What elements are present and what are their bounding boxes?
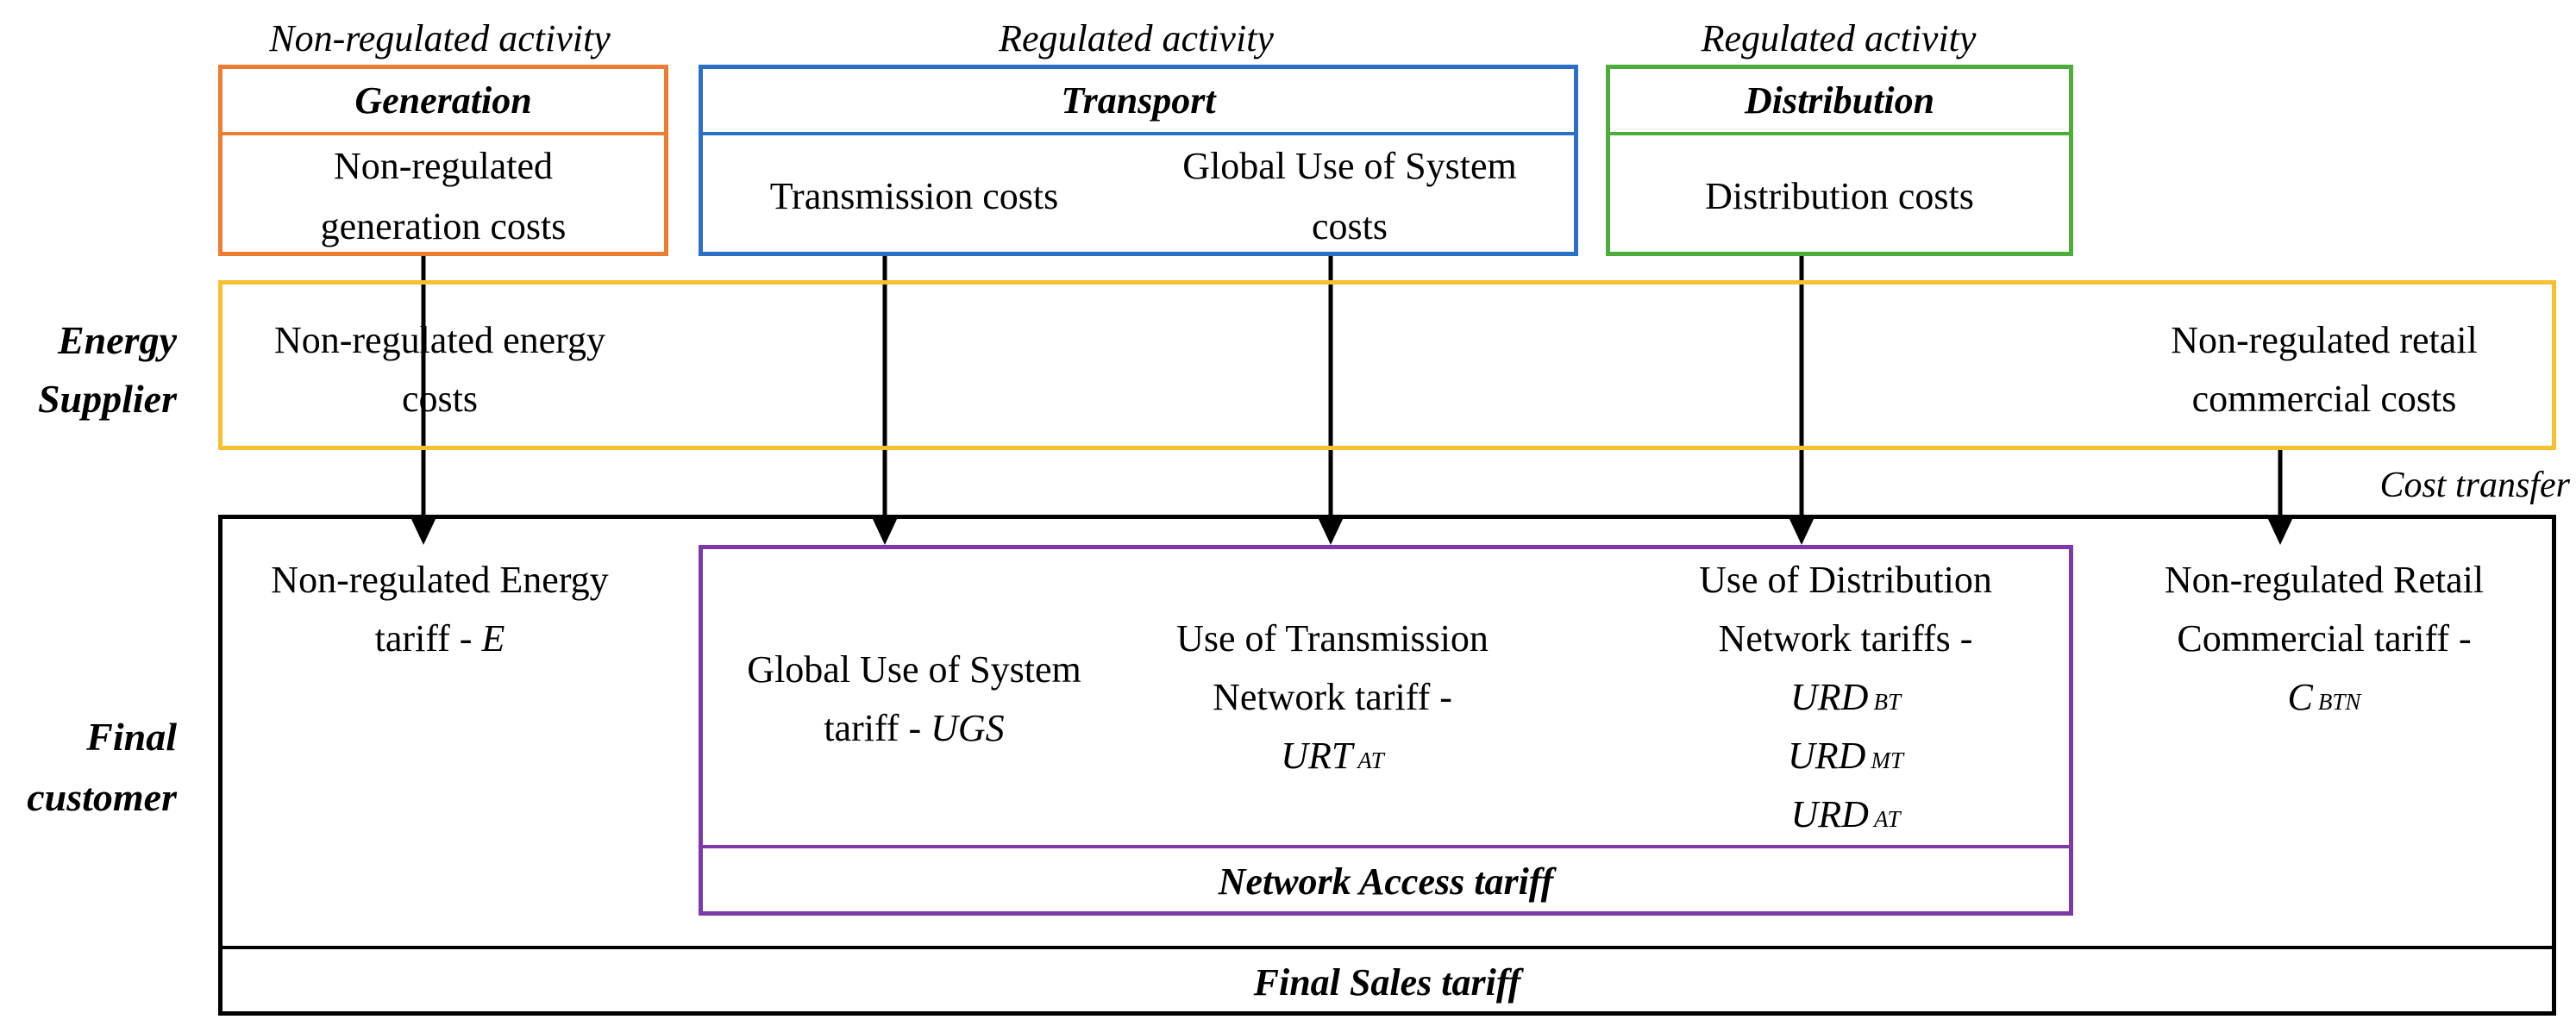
urd-bt-subscript: BT	[1873, 689, 1901, 715]
ugs-tariff-line2: tariff - UGS	[699, 698, 1130, 759]
generation-caption: Non-regulated activity	[269, 17, 611, 59]
urd-mt-subscript: MT	[1871, 747, 1903, 773]
gus-costs-line1: Global Use of System	[1182, 145, 1517, 187]
network-access-divider	[699, 845, 2073, 848]
arrow-distribution-to-urd	[1789, 254, 1814, 545]
arrow-transmission-to-ugs	[872, 254, 898, 545]
distribution-divider	[1606, 132, 2073, 135]
distribution-caption: Regulated activity	[1701, 17, 1977, 59]
transmission-costs: Transmission costs	[769, 175, 1059, 217]
transport-box	[699, 65, 1578, 256]
urd-tariff-line1: Use of Distribution	[1699, 559, 1992, 601]
energy-costs-line2: costs	[402, 378, 478, 420]
energy-tariff-symbol: E	[481, 617, 505, 660]
final-customer-box	[218, 515, 2556, 1016]
generation-box	[218, 65, 668, 256]
final-sales-divider	[218, 946, 2556, 949]
retail-costs-line1: Non-regulated retail	[2171, 319, 2478, 361]
transport-divider	[699, 132, 1578, 135]
ugs-tariff-text: tariff -	[824, 707, 931, 749]
generation-costs-line1: Non-regulated	[333, 145, 554, 187]
urd-at-symbol: URD	[1790, 793, 1869, 835]
energy-supplier-label-line2: Supplier	[37, 377, 177, 421]
retail-symbol: C	[2287, 676, 2313, 718]
retail-subscript: BTN	[2317, 689, 2361, 715]
energy-tariff-text: tariff -	[374, 617, 482, 660]
retail-tariff-line2: Commercial tariff -	[2177, 617, 2472, 660]
gus-costs-line2: costs	[1312, 205, 1388, 247]
urt-tariff-line1: Use of Transmission	[1176, 617, 1489, 660]
generation-costs-line2: generation costs	[320, 205, 567, 247]
transport-caption: Regulated activity	[999, 17, 1274, 59]
distribution-box	[1606, 65, 2073, 256]
energy-supplier-label-line1: Energy	[58, 318, 177, 362]
distribution-title: Distribution	[1744, 79, 1935, 122]
cost-transfer-label: Cost transfer	[2379, 466, 2570, 505]
arrow-retail-costs-to-retail-tariff	[2267, 450, 2293, 545]
ugs-symbol: UGS	[931, 707, 1005, 749]
urt-symbol: URT	[1281, 735, 1353, 777]
urt-tariff-line2: Network tariff -	[1213, 676, 1452, 718]
ugs-tariff-line1: Global Use of System	[747, 648, 1081, 691]
urd-at-subscript: AT	[1873, 806, 1901, 832]
urd-mt-symbol: URD	[1788, 735, 1866, 777]
energy-supplier-box	[218, 280, 2556, 450]
energy-costs-line1: Non-regulated energy	[273, 319, 606, 361]
energy-tariff-line2: tariff - E	[220, 609, 660, 669]
retail-costs-line2: commercial costs	[2191, 378, 2457, 420]
final-customer-label-line2: customer	[27, 775, 177, 819]
arrow-generation-to-energy-tariff	[411, 254, 436, 545]
network-access-tariff: Network Access tariff	[1218, 860, 1554, 903]
urd-bt-symbol: URD	[1790, 676, 1869, 718]
final-customer-label-line1: Final	[86, 715, 177, 759]
final-sales-tariff: Final Sales tariff	[1253, 961, 1521, 1004]
distribution-costs: Distribution costs	[1705, 175, 1974, 217]
retail-tariff-line1: Non-regulated Retail	[2164, 559, 2485, 601]
generation-title: Generation	[354, 79, 532, 122]
urd-tariff-line2: Network tariffs -	[1718, 617, 1973, 660]
transport-title: Transport	[1061, 79, 1216, 122]
arrow-gus-to-urt	[1318, 254, 1344, 545]
generation-divider	[218, 132, 668, 135]
network-access-box	[699, 545, 2073, 916]
urt-subscript: AT	[1357, 747, 1384, 773]
energy-tariff-line1: Non-regulated Energy	[271, 559, 609, 601]
